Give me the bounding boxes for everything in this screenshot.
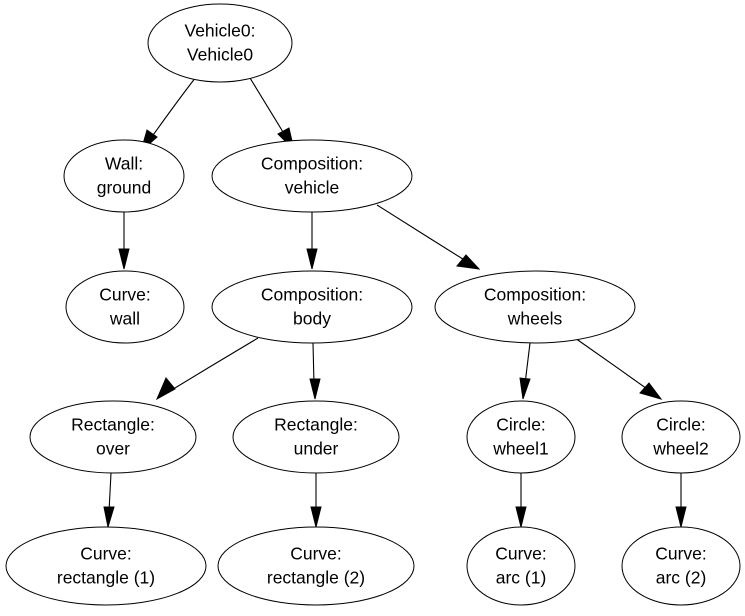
node-shape-ellipse: [5, 526, 207, 606]
node-rectangle_over[interactable]: Rectangle: over: [29, 400, 197, 474]
node-curve_wall[interactable]: Curve: wall: [65, 270, 185, 344]
node-shape-ellipse: [147, 3, 293, 83]
node-label-type: Circle:: [496, 415, 546, 435]
arrowhead-icon: [309, 378, 321, 400]
node-vehicle0[interactable]: Vehicle0: Vehicle0: [147, 3, 293, 83]
node-label-name: arc (2): [656, 568, 707, 588]
node-label-type: Composition:: [261, 285, 363, 305]
node-shape-ellipse: [466, 526, 576, 606]
edge-composition_vehicle-to-composition_wheels: [376, 204, 481, 270]
node-label-type: Curve:: [655, 544, 707, 564]
edge-composition_vehicle-to-composition_body: [306, 212, 318, 270]
node-label-type: Wall:: [105, 154, 143, 174]
node-label-name: body: [293, 309, 331, 329]
arrowhead-icon: [118, 248, 130, 270]
edge-line: [312, 342, 315, 385]
node-shape-ellipse: [434, 270, 636, 344]
node-shape-ellipse: [217, 526, 415, 606]
edge-composition_body-to-rectangle_under: [309, 342, 321, 400]
node-label-name: wall: [109, 309, 140, 329]
node-label-type: Rectangle:: [71, 415, 155, 435]
node-label-type: Composition:: [484, 285, 586, 305]
node-shape-ellipse: [29, 400, 197, 474]
node-composition_wheels[interactable]: Composition: wheels: [434, 270, 636, 344]
node-label-type: Curve:: [80, 544, 132, 564]
node-label-name: ground: [97, 178, 152, 198]
edge-line: [249, 77, 287, 138]
arrowhead-icon: [639, 382, 663, 400]
nodes-layer: Vehicle0:Vehicle0Wall:groundComposition:…: [5, 3, 741, 606]
edge-rectangle_over-to-curve_rectangle_1: [103, 472, 115, 528]
arrowhead-icon: [103, 506, 115, 528]
edge-circle_wheel2-to-curve_arc_2: [675, 473, 687, 528]
node-label-name: wheels: [507, 309, 563, 329]
edge-vehicle0-to-wall_ground: [140, 76, 197, 153]
node-label-name: rectangle (1): [57, 568, 155, 588]
node-curve_arc_2[interactable]: Curve: arc (2): [621, 526, 741, 606]
node-shape-ellipse: [621, 526, 741, 606]
node-wall_ground[interactable]: Wall: ground: [63, 139, 185, 213]
node-shape-ellipse: [232, 400, 400, 474]
edge-line: [376, 204, 467, 262]
node-label-name: wheel2: [652, 439, 708, 459]
arrowhead-icon: [456, 254, 481, 270]
node-label-type: Curve:: [99, 285, 151, 305]
edge-wall_ground-to-curve_wall: [118, 212, 130, 270]
edge-line: [574, 337, 651, 392]
arrowhead-icon: [515, 506, 527, 528]
arrowhead-icon: [310, 506, 322, 528]
edge-circle_wheel1-to-curve_arc_1: [515, 473, 527, 528]
node-composition_vehicle[interactable]: Composition: vehicle: [211, 139, 413, 213]
edge-vehicle0-to-composition_vehicle: [249, 77, 295, 152]
node-label-type: Circle:: [656, 415, 706, 435]
node-label-name: Vehicle0: [187, 45, 253, 65]
node-curve_rectangle_1[interactable]: Curve: rectangle (1): [5, 526, 207, 606]
node-label-name: wheel1: [492, 439, 548, 459]
node-shape-ellipse: [621, 400, 741, 474]
node-label-name: vehicle: [285, 178, 339, 198]
node-label-name: over: [96, 439, 130, 459]
node-composition_body[interactable]: Composition: body: [211, 270, 413, 344]
node-label-type: Curve:: [495, 544, 547, 564]
edge-line: [524, 342, 531, 385]
edge-composition_wheels-to-circle_wheel2: [574, 337, 663, 400]
node-label-type: Curve:: [290, 544, 342, 564]
node-circle_wheel1[interactable]: Circle: wheel1: [466, 400, 576, 474]
node-label-type: Composition:: [261, 154, 363, 174]
node-label-type: Vehicle0:: [184, 21, 255, 41]
node-curve_arc_1[interactable]: Curve: arc (1): [466, 526, 576, 606]
arrowhead-icon: [155, 377, 176, 401]
node-label-name: arc (1): [496, 568, 547, 588]
node-shape-ellipse: [211, 139, 413, 213]
edge-rectangle_under-to-curve_rectangle_2: [310, 473, 322, 528]
edge-line: [150, 76, 197, 139]
edge-composition_body-to-rectangle_over: [155, 337, 259, 401]
node-shape-ellipse: [63, 139, 185, 213]
edge-composition_wheels-to-circle_wheel1: [519, 342, 531, 400]
node-shape-ellipse: [65, 270, 185, 344]
node-shape-ellipse: [466, 400, 576, 474]
node-circle_wheel2[interactable]: Circle: wheel2: [621, 400, 741, 474]
node-curve_rectangle_2[interactable]: Curve: rectangle (2): [217, 526, 415, 606]
edge-line: [108, 472, 112, 513]
arrowhead-icon: [306, 248, 318, 270]
node-shape-ellipse: [211, 270, 413, 344]
node-rectangle_under[interactable]: Rectangle: under: [232, 400, 400, 474]
edge-line: [169, 337, 259, 392]
node-label-name: under: [294, 439, 339, 459]
node-label-type: Rectangle:: [274, 415, 358, 435]
arrowhead-icon: [519, 377, 531, 400]
node-label-name: rectangle (2): [267, 568, 365, 588]
arrowhead-icon: [675, 506, 687, 528]
